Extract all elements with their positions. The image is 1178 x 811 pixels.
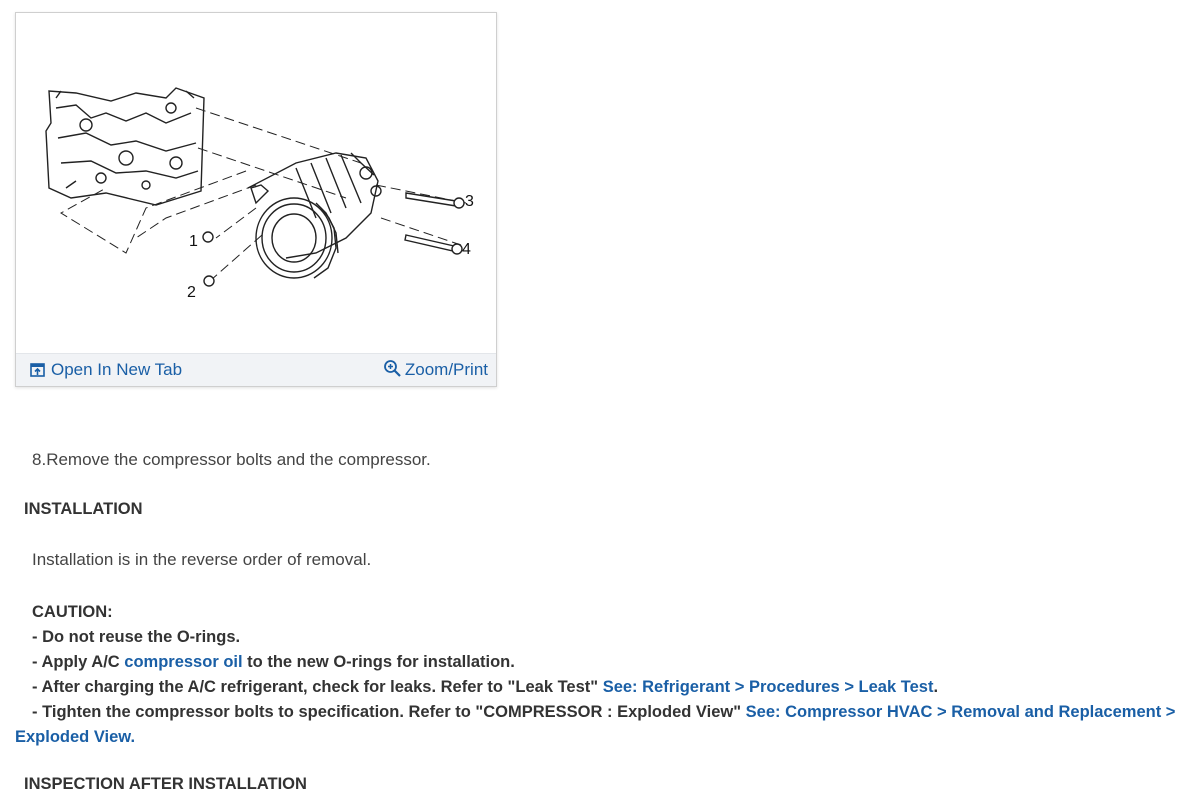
callout-2: 2	[187, 284, 196, 301]
compressor-exploded-diagram: 1 2 3 4	[45, 87, 474, 301]
callout-4: 4	[462, 241, 471, 258]
open-in-new-tab-button[interactable]: Open In New Tab	[30, 360, 182, 380]
caution-block: CAUTION: - Do not reuse the O-rings. - A…	[15, 600, 1175, 750]
figure-toolbar: Open In New Tab Zoom/Print	[16, 353, 496, 386]
callout-3: 3	[465, 193, 474, 210]
caution-item-4: - Tighten the compressor bolts to specif…	[32, 703, 1176, 721]
step-8: 8.Remove the compressor bolts and the co…	[32, 450, 431, 470]
callout-1: 1	[189, 233, 198, 250]
exploded-view-link-part1[interactable]: See: Compressor HVAC > Removal and Repla…	[745, 703, 1176, 721]
exploded-view-link-part2[interactable]: Exploded View.	[15, 728, 136, 746]
open-in-new-tab-label: Open In New Tab	[51, 360, 183, 379]
zoom-in-icon	[383, 359, 401, 377]
zoom-print-button[interactable]: Zoom/Print	[383, 359, 488, 380]
caution-item-3: - After charging the A/C refrigerant, ch…	[32, 678, 939, 696]
inspection-heading: INSPECTION AFTER INSTALLATION	[24, 775, 307, 793]
figure-card: 1 2 3 4 Open In New Tab Zoom/Print	[15, 12, 497, 387]
installation-heading: INSTALLATION	[24, 500, 143, 518]
open-in-new-tab-icon	[30, 363, 45, 377]
zoom-print-label: Zoom/Print	[404, 360, 488, 379]
step-number: 8.	[32, 450, 47, 469]
compressor-oil-link[interactable]: compressor oil	[124, 653, 243, 671]
caution-title: CAUTION:	[32, 603, 113, 621]
leak-test-link[interactable]: See: Refrigerant > Procedures > Leak Tes…	[602, 678, 934, 696]
step-text: Remove the compressor bolts and the comp…	[46, 450, 431, 469]
caution-item-2: - Apply A/C compressor oil to the new O-…	[32, 653, 515, 671]
caution-item-1: - Do not reuse the O-rings.	[32, 628, 241, 646]
installation-text: Installation is in the reverse order of …	[32, 550, 372, 569]
caution-item-4-cont: Exploded View.	[15, 725, 1175, 750]
